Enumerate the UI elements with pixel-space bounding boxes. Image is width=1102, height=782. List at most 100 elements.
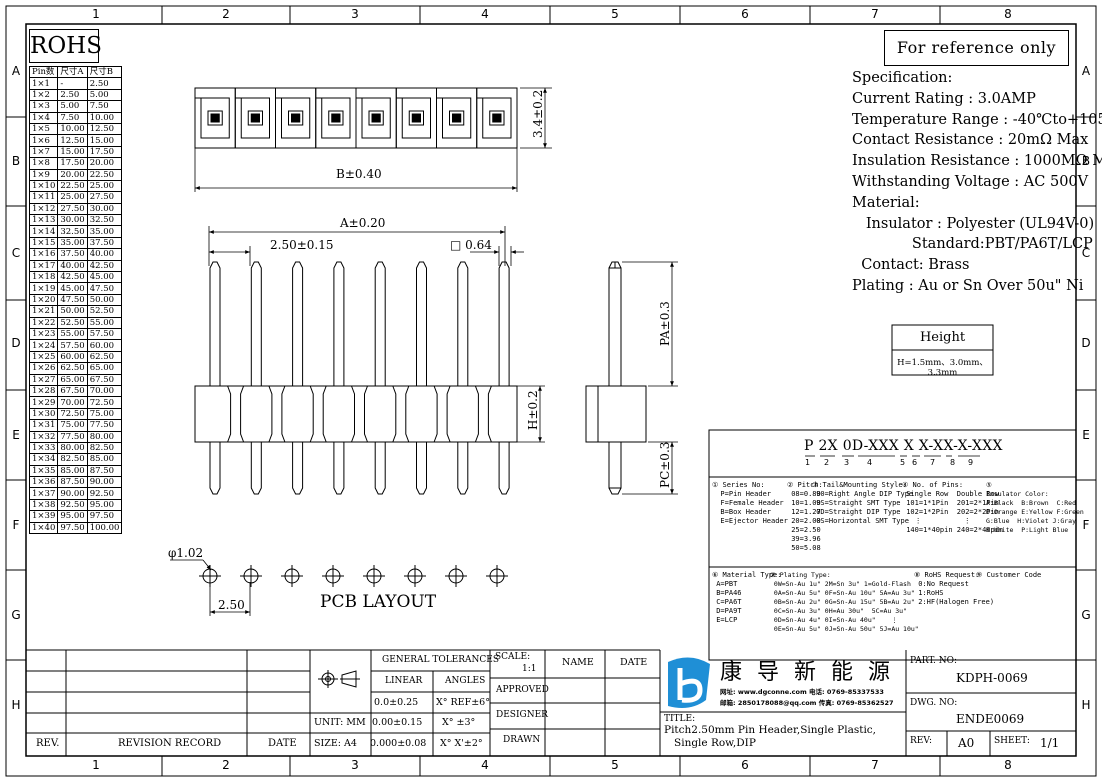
code-index: 9 bbox=[968, 458, 974, 467]
zone-col-5: 5 bbox=[611, 7, 619, 21]
spec-line: Material: bbox=[852, 194, 920, 211]
height-value: H=1.5mm、3.0mm、3.3mm bbox=[897, 358, 988, 378]
table-cell: 17.50 bbox=[86, 145, 123, 159]
linear-header: LINEAR bbox=[385, 676, 423, 686]
table-cell: 27.50 bbox=[86, 191, 123, 204]
zone-col-8: 8 bbox=[1004, 7, 1012, 21]
zone-row-h: H bbox=[11, 698, 21, 712]
table-cell: 97.50 bbox=[57, 521, 88, 535]
spec-line: Withstanding Voltage : AC 500V bbox=[852, 173, 1089, 190]
reference-note: For reference only bbox=[884, 30, 1069, 66]
zone-col-3: 3 bbox=[351, 7, 359, 21]
name-header: NAME bbox=[562, 657, 594, 668]
drawn-label: DRAWN bbox=[503, 735, 541, 745]
pins-legend: ④ No. of Pins: Single Row Double Row 101… bbox=[902, 481, 1004, 534]
company-logo-icon bbox=[668, 657, 710, 708]
zone-col-6-bottom: 6 bbox=[741, 758, 749, 772]
zone-col-1-bottom: 1 bbox=[92, 758, 100, 772]
scale-label: SCALE: bbox=[495, 652, 531, 662]
zone-col-1: 1 bbox=[92, 7, 100, 21]
code-index: 3 bbox=[844, 458, 850, 467]
top-view-cell bbox=[275, 87, 317, 149]
code-index: 7 bbox=[930, 458, 936, 467]
part-no: KDPH-0069 bbox=[956, 671, 1028, 685]
front-pin bbox=[333, 261, 368, 495]
rev-value: A0 bbox=[958, 736, 975, 750]
zone-row-a-right: A bbox=[1081, 64, 1091, 78]
pcb-hole bbox=[363, 565, 385, 587]
top-view-cell bbox=[476, 87, 518, 149]
table-cell: 95.00 bbox=[57, 510, 88, 523]
top-view-cell bbox=[194, 87, 236, 149]
tol3-linear: 0.000±0.08 bbox=[370, 738, 427, 749]
zone-col-5-bottom: 5 bbox=[611, 758, 619, 772]
table-cell: 30.00 bbox=[57, 214, 88, 227]
tol3-angle: X° X'±2° bbox=[440, 738, 483, 749]
top-view-cell bbox=[234, 87, 276, 149]
part-no-label: PART. NO: bbox=[910, 656, 958, 666]
front-pin bbox=[374, 261, 410, 495]
pcb-layout bbox=[199, 565, 508, 587]
projection-symbol bbox=[318, 670, 360, 688]
pcb-hole bbox=[445, 565, 467, 587]
spec-line: Insulation Resistance : 1000MΩ Min bbox=[852, 153, 1102, 170]
code-index: 2 bbox=[824, 458, 830, 467]
zone-row-h-right: H bbox=[1081, 698, 1091, 712]
table-cell: 1×39 bbox=[28, 510, 59, 523]
part-code: P 2X 0D-XXX X X-XX-X-XXX bbox=[804, 438, 1003, 454]
pcb-hole bbox=[486, 565, 508, 587]
zone-row-c: C bbox=[11, 246, 21, 260]
company-email: 邮箱: 2850178088@qq.com 传真: 0769-85362527 bbox=[720, 699, 894, 707]
unit: UNIT: MM bbox=[314, 717, 366, 728]
front-pin bbox=[250, 261, 286, 495]
spec-line: Specification: bbox=[852, 70, 953, 86]
revision-record-header: REVISION RECORD bbox=[118, 738, 222, 749]
spec-line: Contact: Brass bbox=[852, 257, 970, 274]
dim-pa: PA±0.3 bbox=[658, 301, 672, 346]
code-index: 1 bbox=[805, 458, 811, 467]
rohs-request-legend: ⑧ RoHS Request: 0:No Request 1:RoHS 2:HF… bbox=[914, 571, 995, 606]
zone-row-b-right: B bbox=[1081, 154, 1091, 168]
tol1-angle: X° REF±6° bbox=[436, 697, 490, 708]
zone-col-4-bottom: 4 bbox=[481, 758, 489, 772]
approved-label: APPROVED bbox=[496, 685, 549, 695]
front-pin bbox=[292, 261, 327, 495]
spec-line: Plating : Au or Sn Over 50u" Ni bbox=[852, 277, 1084, 294]
table-cell: 60.00 bbox=[57, 350, 88, 364]
pcb-hole bbox=[322, 565, 344, 587]
zone-row-b: B bbox=[11, 154, 21, 168]
height-title: Height bbox=[919, 330, 966, 345]
dim-h-top: 3.4±0.2 bbox=[531, 89, 545, 138]
zone-row-e-right: E bbox=[1082, 428, 1090, 442]
zone-row-g-right: G bbox=[1081, 608, 1091, 622]
table-cell: 1×36 bbox=[28, 476, 59, 489]
rev-header: REV. bbox=[36, 738, 60, 749]
sheet-value: 1/1 bbox=[1040, 736, 1060, 750]
pcb-hole bbox=[240, 565, 262, 587]
company-web: 网址: www.dgconne.com 电话: 0769-85337533 bbox=[720, 688, 884, 696]
front-pin bbox=[457, 261, 492, 495]
zone-col-8-bottom: 8 bbox=[1004, 758, 1012, 772]
tol1-linear: 0.0±0.25 bbox=[374, 697, 419, 708]
top-view bbox=[194, 87, 518, 149]
front-pin bbox=[209, 261, 245, 495]
code-index: 4 bbox=[867, 458, 873, 467]
date-header: DATE bbox=[268, 738, 297, 749]
rev-label: REV: bbox=[910, 736, 932, 746]
spec-line: Current Rating : 3.0AMP bbox=[852, 90, 1036, 107]
